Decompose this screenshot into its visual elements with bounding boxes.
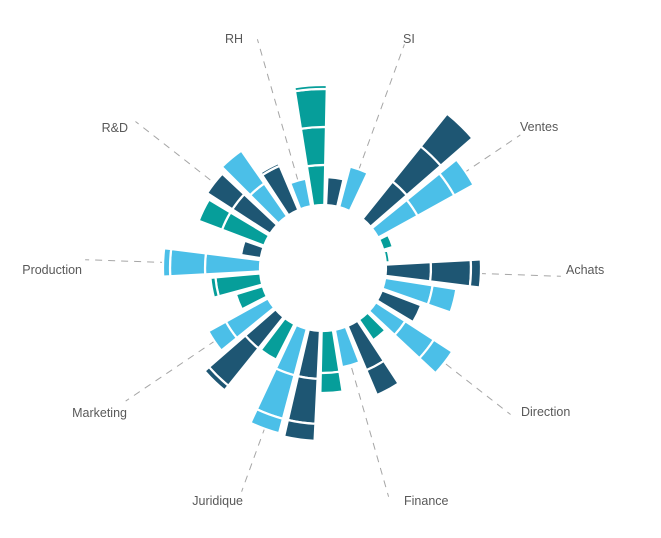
category-label-direction: Direction: [521, 405, 570, 419]
leader-line-finance: [344, 342, 390, 497]
category-label-achats: Achats: [566, 263, 604, 277]
bar-segment-production-1-2: [161, 246, 173, 278]
category-label-production: Production: [22, 263, 82, 277]
bar-segment-achats-1-2: [468, 258, 483, 289]
bar-segment-finance-0-1: [319, 370, 344, 395]
category-label-juridique: Juridique: [192, 494, 243, 508]
bar-segment-production-1-1: [168, 247, 208, 278]
bar-segment-rd-0-1: [220, 149, 266, 197]
bar-segment-si-2-0: [324, 175, 345, 208]
category-label-ventes: Ventes: [520, 120, 558, 134]
bar-segment-juridique-2-2: [282, 418, 317, 442]
bar-segment-direction-1-2: [417, 338, 454, 375]
bar-segment-ventes-0-0: [377, 233, 395, 252]
bar-segment-finance-2-1: [364, 359, 401, 397]
bar-segment-production-0-0: [239, 239, 265, 260]
bar-segment-ventes-2-2: [419, 112, 474, 168]
category-label-si: SI: [403, 32, 415, 46]
bar-segment-marketing-1-1: [206, 320, 239, 353]
bar-segment-rh-2-1: [259, 161, 282, 177]
bar-segment-marketing-2-2: [202, 365, 230, 392]
bars: [161, 83, 483, 442]
bar-segment-achats-0-1: [426, 284, 458, 314]
category-label-rd: R&D: [102, 121, 128, 135]
bar-segment-achats-2-0: [382, 249, 391, 264]
bar-segment-production-2-1: [209, 276, 221, 299]
bar-segment-rh-0-3: [293, 83, 328, 93]
bar-segment-juridique-0-0: [259, 316, 296, 362]
bar-segment-rh-0-1: [299, 125, 328, 168]
category-label-rh: RH: [225, 32, 243, 46]
category-label-marketing: Marketing: [72, 406, 127, 420]
bar-segment-marketing-0-0: [234, 284, 269, 311]
bar-segment-direction-0-0: [357, 310, 387, 342]
bar-segment-si-1-0: [337, 165, 370, 213]
bar-segment-rh-1-0: [288, 177, 313, 211]
category-labels: Achats Direction Finance Juridique Marke…: [22, 32, 604, 508]
leader-line-rh: [256, 39, 302, 194]
bar-segment-finance-1-0: [333, 325, 361, 369]
bar-segment-rd-2-1: [197, 197, 232, 232]
bar-segment-rd-1-1: [205, 172, 246, 211]
bar-segment-rh-0-2: [293, 87, 328, 130]
bar-segment-achats-1-1: [428, 258, 473, 288]
bar-segment-ventes-1-2: [437, 157, 476, 198]
category-label-finance: Finance: [404, 494, 449, 508]
bar-segment-direction-2-0: [375, 288, 423, 324]
bar-segment-juridique-1-2: [248, 407, 285, 435]
